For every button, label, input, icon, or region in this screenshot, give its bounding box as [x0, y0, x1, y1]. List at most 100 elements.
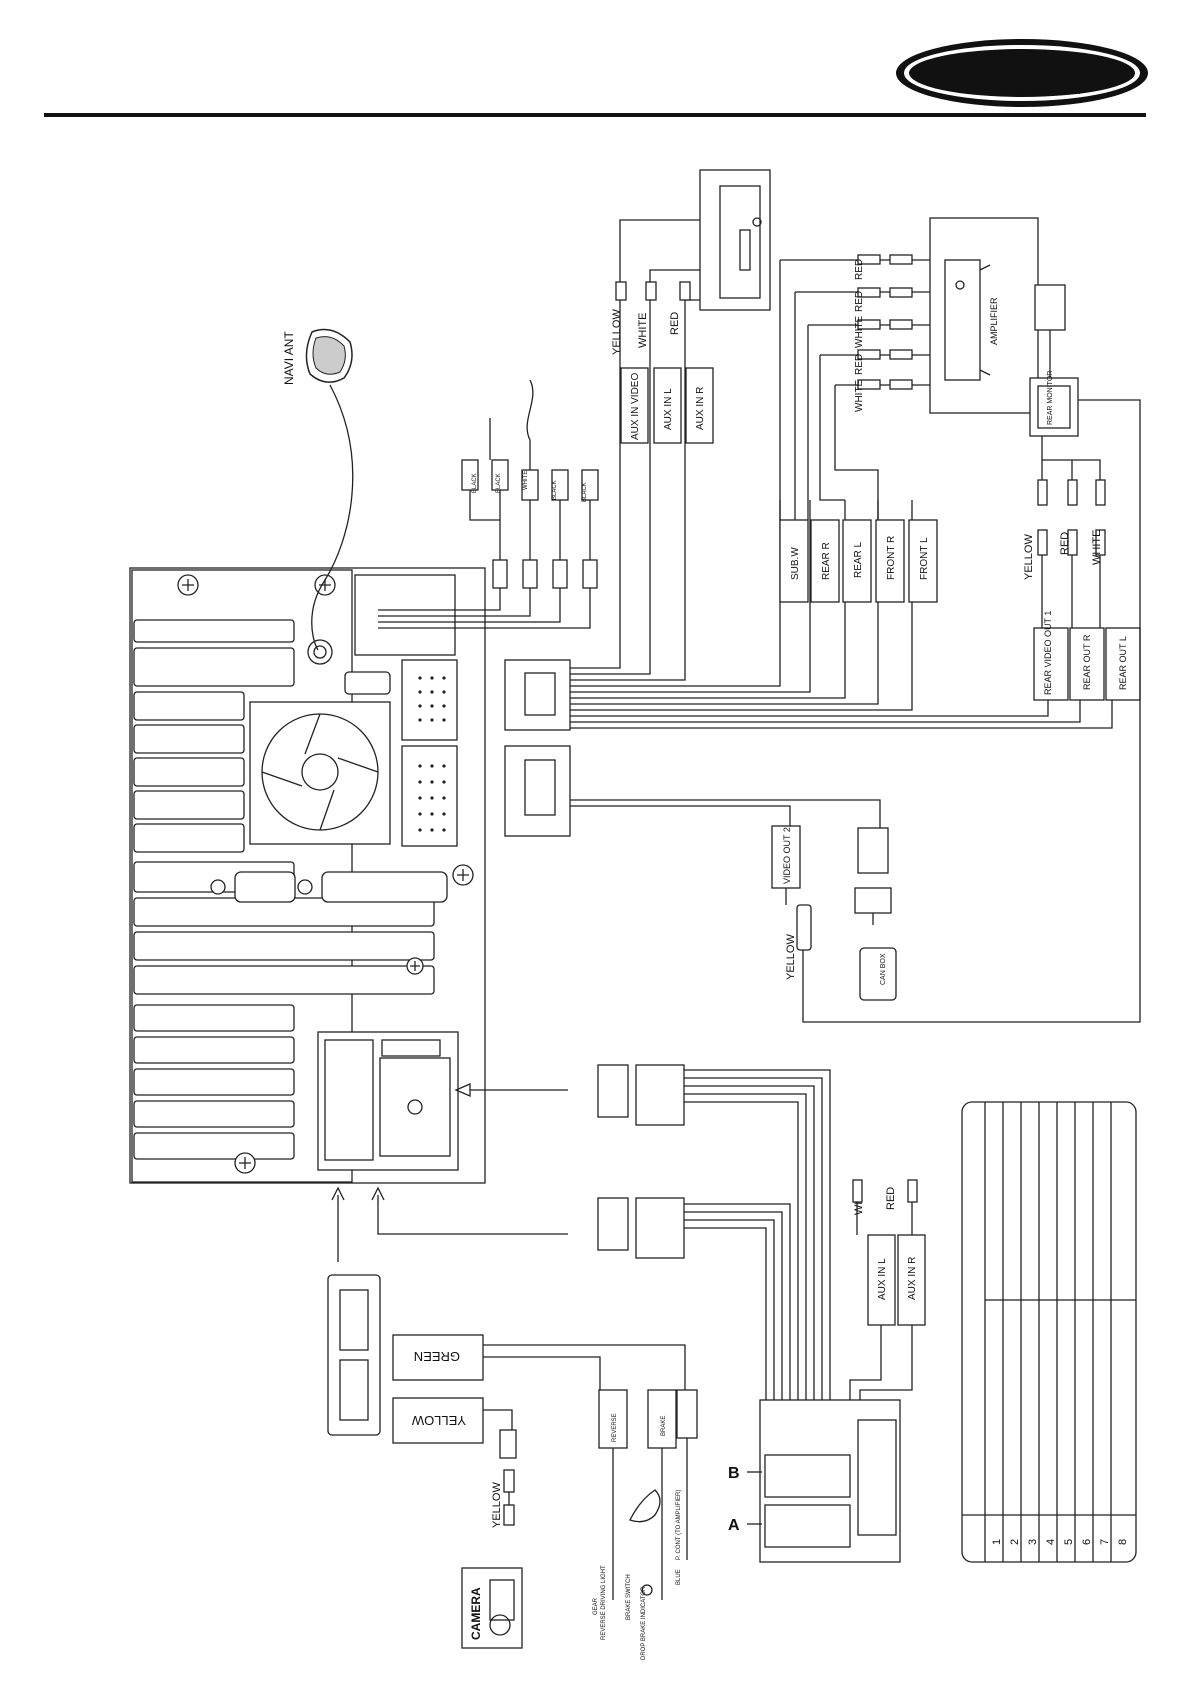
aux-port — [401, 659, 458, 741]
pin-row-3: 3 — [1027, 1539, 1039, 1545]
yellow-connector — [392, 1397, 484, 1444]
heat-fins — [133, 619, 435, 1160]
harness-block-1 — [504, 659, 571, 731]
rear-output-boxes — [1033, 627, 1141, 701]
green-label: GREEN — [414, 1349, 460, 1364]
pin-row-2: 2 — [1009, 1539, 1021, 1545]
video-out-2-box — [771, 825, 801, 889]
can-connector — [857, 827, 889, 874]
arrow-icon — [331, 1083, 568, 1262]
green-connector — [392, 1334, 484, 1381]
yellow-label-video: YELLOW — [785, 934, 797, 980]
yellow-label-rear: YELLOW — [1023, 534, 1035, 580]
gear-label: GEAR — [593, 1597, 599, 1615]
can-box-label: CAN BOX — [880, 953, 887, 985]
conn-b-label: B — [728, 1465, 740, 1482]
aux-wiring — [378, 379, 599, 629]
pin-row-4: 4 — [1045, 1539, 1057, 1545]
yellow-label-camera: YELLOW — [491, 1482, 503, 1528]
aux-in-video-box — [620, 367, 649, 444]
aux-in-l-lower-label: AUX IN L — [877, 1258, 888, 1300]
drop-brake-indicator-label: DROP BRAKE INDICATOR — [641, 1586, 647, 1660]
black-label-1: BLACK — [472, 473, 478, 493]
red-label-rear: RED — [1059, 532, 1071, 555]
blue-label: BLUE — [676, 1569, 682, 1585]
white-label-amp-1: WHITE — [854, 315, 865, 348]
caliber-logo: CALIBER AUDIO TECHNOLOGY — [896, 39, 1148, 107]
aux-in-r-box — [685, 367, 714, 444]
brake-box — [647, 1389, 677, 1449]
red-label-amp-2: RED — [854, 291, 865, 312]
red-label-amp-3: RED — [854, 354, 865, 375]
pin-row-5: 5 — [1063, 1539, 1075, 1545]
aux-in-l-label: AUX IN L — [663, 388, 674, 430]
white-label-rear: WHITE — [1091, 530, 1103, 565]
yellow-label-mirrored: YELLOW — [411, 1413, 466, 1428]
amplifier-icon — [929, 217, 1039, 414]
brake-label: BRAKE — [661, 1416, 667, 1436]
speaker-output-boxes — [779, 519, 938, 603]
pin-row-1: 1 — [991, 1539, 1003, 1545]
pin-row-8: 8 — [1117, 1539, 1129, 1545]
reverse-driving-light-label: REVERSE DRIVING LIGHT — [601, 1565, 607, 1640]
front-r-label: FRONT R — [886, 536, 897, 580]
brand-tagline: AUDIO TECHNOLOGY — [998, 87, 1083, 96]
black-label-2: BLACK — [496, 473, 502, 493]
connector-ab-block — [759, 1399, 901, 1563]
yellow-label-top: YELLOW — [611, 309, 623, 355]
white-label-amp-2: WHITE — [854, 379, 865, 412]
pin-row-6: 6 — [1081, 1539, 1093, 1545]
white-label-small: WHITE — [523, 471, 529, 490]
navi-ant-label: NAVI ANT — [282, 331, 296, 385]
rca-plugs-amp — [780, 254, 930, 390]
front-l-label: FRONT L — [919, 537, 930, 580]
can-box-icon: CAN BOX — [859, 947, 897, 1001]
navi-antenna-icon — [305, 328, 354, 651]
rear-l-label: REAR L — [853, 541, 864, 578]
amplifier-label: AMPLIFIER — [989, 297, 999, 345]
camera-label: CAMERA — [469, 1587, 483, 1640]
pin-table — [961, 1101, 1137, 1563]
iso-harness-wires — [684, 1069, 831, 1400]
aux-in-l-lower-box — [867, 1234, 896, 1326]
dvd-player-icon — [699, 169, 771, 311]
p-cont-label: P. CONT (TO AMPLIFIER) — [676, 1490, 682, 1560]
white-label-top: WHITE — [637, 313, 649, 348]
aux-in-r-lower-label: AUX IN R — [907, 1257, 918, 1300]
iso-female-connector — [327, 1274, 381, 1436]
rear-r-label: REAR R — [821, 542, 832, 580]
red-label-lower: RED — [885, 1187, 897, 1210]
sub-w-label: SUB.W — [790, 547, 801, 580]
brake-switch-label: BRAKE SWITCH — [626, 1574, 632, 1620]
iso-connector-lower — [597, 1197, 685, 1259]
aux-in-video-label: AUX IN VIDEO — [630, 373, 641, 440]
head-unit — [129, 567, 486, 1184]
video-port — [401, 745, 458, 847]
antenna-port — [354, 574, 456, 656]
conn-a-label: A — [728, 1517, 740, 1534]
camera-icon — [461, 1567, 523, 1649]
rear-video-out-1-label: REAR VIDEO OUT 1 — [1043, 611, 1053, 695]
iso-port — [317, 1031, 459, 1171]
aux-in-l-box — [653, 367, 682, 444]
fan-icon — [249, 701, 391, 845]
rear-monitor-icon — [1029, 284, 1079, 437]
harness-block-2 — [504, 745, 571, 837]
rear-out-l-label: REAR OUT L — [1118, 636, 1128, 690]
camera-plug — [499, 1429, 517, 1459]
pin-row-7: 7 — [1099, 1539, 1111, 1545]
video-out-2-label: VIDEO OUT 2 — [782, 827, 792, 884]
black-label-4: BLACK — [582, 482, 588, 502]
aux-in-r-lower-box — [897, 1234, 926, 1326]
aux-in-r-label: AUX IN R — [695, 387, 706, 430]
black-label-3: BLACK — [552, 480, 558, 500]
brand-name: CALIBER — [964, 54, 1080, 84]
brake-switch-icon — [612, 1489, 663, 1600]
reverse-label: REVERSE — [612, 1413, 618, 1442]
rear-out-r-label: REAR OUT R — [1082, 634, 1092, 690]
rear-monitor-label: REAR MONITOR — [1047, 371, 1054, 425]
screw-icon — [177, 574, 474, 1174]
red-label-amp-1: RED — [854, 259, 865, 280]
aux-plugs — [615, 281, 691, 301]
